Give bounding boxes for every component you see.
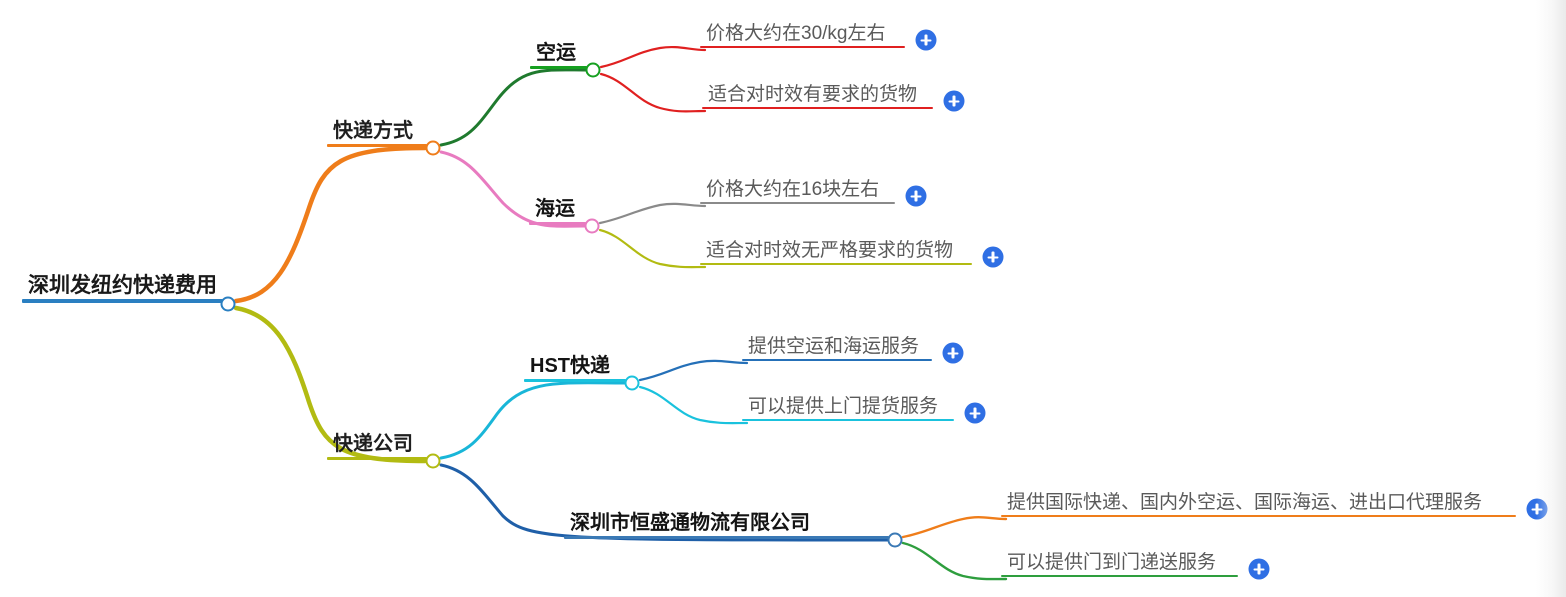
leaf-label-air-price: 价格大约在30/kg左右 [706,23,886,44]
leaf-underline-hst-pickup [742,419,954,421]
mindmap-leaf-sea-suit[interactable]: 适合对时效无严格要求的货物 [700,241,972,265]
expand-plus-icon-intl-service[interactable] [1526,498,1548,520]
node-underline-kuaidi-gongsi [327,457,427,460]
edge-hai-suit [598,228,707,269]
edge-root-kuaidifangshi [233,145,428,304]
node-label-hst: HST快递 [530,355,610,377]
leaf-label-hst-pickup: 可以提供上门提货服务 [748,396,939,417]
leaf-underline-sea-price [700,202,895,204]
leaf-underline-door-service [1001,575,1238,577]
edge-hs-door [901,541,1008,581]
edge-hst-pickup [638,385,749,425]
expand-plus-icon-air-price[interactable] [915,29,937,51]
edge-kf-kongyun [439,68,588,147]
node-label-haiyun: 海运 [535,198,575,220]
mindmap-node-hengshengtong[interactable]: 深圳市恒盛通物流有限公司 [564,513,889,539]
leaf-underline-air-suit [702,107,933,109]
mindmap-node-kuaidi-fangshi[interactable]: 快递方式 [327,121,427,147]
expand-plus-icon-hst-pickup[interactable] [964,402,986,424]
node-dot-kuaidi-fangshi[interactable] [425,140,441,156]
node-dot-haiyun[interactable] [584,218,600,234]
node-label-hengshengtong: 深圳市恒盛通物流有限公司 [570,512,810,534]
node-underline-root [22,299,223,303]
leaf-label-door-service: 可以提供门到门递送服务 [1007,552,1217,573]
node-label-kongyun: 空运 [536,42,576,64]
node-underline-kuaidi-fangshi [327,144,427,147]
leaf-label-hst-service: 提供空运和海运服务 [748,336,920,357]
edge-kg-hst [439,381,627,460]
mindmap-node-root[interactable]: 深圳发纽约快递费用 [22,275,223,303]
node-dot-kuaidi-gongsi[interactable] [425,453,441,469]
expand-plus-icon-air-suit[interactable] [943,90,965,112]
node-dot-hst[interactable] [624,375,640,391]
node-underline-kongyun [530,66,587,69]
expand-plus-icon-sea-suit[interactable] [982,246,1004,268]
mindmap-leaf-hst-service[interactable]: 提供空运和海运服务 [742,337,932,361]
node-dot-kongyun[interactable] [585,62,601,78]
leaf-underline-air-price [700,46,905,48]
edge-hs-intl [901,516,1008,539]
expand-plus-icon-door-service[interactable] [1248,558,1270,580]
leaf-underline-hst-service [742,359,932,361]
mindmap-node-kuaidi-gongsi[interactable]: 快递公司 [327,434,427,460]
leaf-label-intl-service: 提供国际快递、国内外空运、国际海运、进出口代理服务 [1007,492,1483,513]
edge-hai-price [598,202,707,225]
mindmap-node-kongyun[interactable]: 空运 [530,43,587,69]
node-underline-hst [524,379,626,382]
mindmap-leaf-hst-pickup[interactable]: 可以提供上门提货服务 [742,397,954,421]
mindmap-node-haiyun[interactable]: 海运 [529,199,586,225]
mindmap-leaf-sea-price[interactable]: 价格大约在16块左右 [700,180,895,204]
mindmap-leaf-intl-service[interactable]: 提供国际快递、国内外空运、国际海运、进出口代理服务 [1001,493,1516,517]
leaf-label-sea-suit: 适合对时效无严格要求的货物 [706,240,954,261]
leaf-label-air-suit: 适合对时效有要求的货物 [708,84,918,105]
node-label-kuaidi-gongsi: 快递公司 [333,433,413,455]
node-underline-hengshengtong [564,536,889,539]
mindmap-leaf-air-price[interactable]: 价格大约在30/kg左右 [700,24,905,48]
expand-plus-icon-sea-price[interactable] [905,185,927,207]
mindmap-leaf-door-service[interactable]: 可以提供门到门递送服务 [1001,553,1238,577]
node-label-root: 深圳发纽约快递费用 [28,274,217,297]
expand-plus-icon-hst-service[interactable] [942,342,964,364]
mindmap-node-hst[interactable]: HST快递 [524,356,626,382]
node-dot-root[interactable] [220,296,236,312]
leaf-label-sea-price: 价格大约在16块左右 [706,179,880,200]
node-label-kuaidi-fangshi: 快递方式 [333,120,413,142]
leaf-underline-intl-service [1001,515,1516,517]
node-dot-hengshengtong[interactable] [887,532,903,548]
edge-kong-price [599,45,707,69]
edge-kong-suit [599,72,707,113]
edge-hst-service [638,359,749,382]
node-underline-haiyun [529,222,586,225]
mindmap-leaf-air-suit[interactable]: 适合对时效有要求的货物 [702,85,933,109]
leaf-underline-sea-suit [700,263,972,265]
